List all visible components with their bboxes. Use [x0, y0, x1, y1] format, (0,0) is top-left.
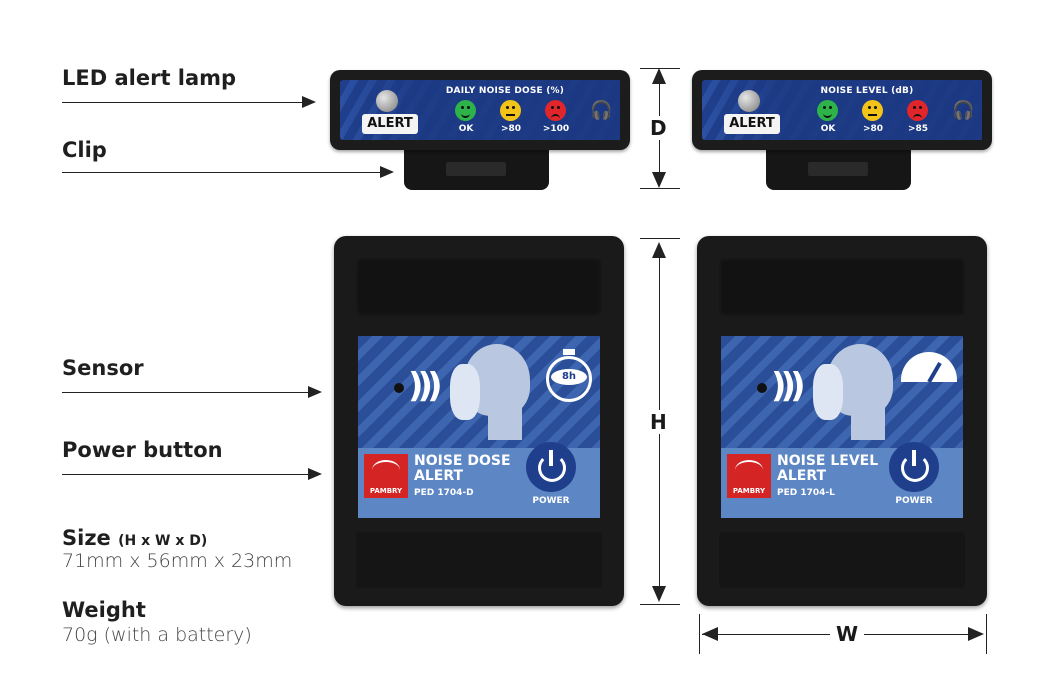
level-heading: NOISE LEVEL (dB): [820, 86, 914, 96]
height-arrow-up: [652, 242, 666, 258]
callout-power-label: Power button: [62, 438, 223, 462]
depth-arrow-down: [652, 172, 666, 188]
timer-icon: 8h: [546, 349, 592, 402]
face-neutral-icon: [500, 100, 521, 121]
alert-label: ALERT: [362, 114, 418, 134]
product-name-line1: NOISE DOSE: [414, 453, 511, 469]
product-name-line2: ALERT: [414, 468, 464, 484]
size-title-text: Size: [62, 526, 111, 550]
power-icon: [901, 454, 929, 482]
power-label: POWER: [895, 496, 933, 506]
size-subtitle: (H x W x D): [118, 533, 208, 549]
pambry-logo: PAMBRY: [727, 454, 771, 498]
brand-text: PAMBRY: [369, 487, 403, 495]
power-icon: [538, 454, 566, 482]
sound-waves-icon: ))): [771, 366, 806, 406]
level-85-label: >85: [907, 124, 929, 134]
sound-waves-icon: ))): [408, 366, 443, 406]
power-icon-bar: [549, 450, 553, 466]
ear-protection-icon: 🎧: [590, 100, 613, 121]
level-80-label: >80: [500, 124, 522, 134]
width-tick-left: [699, 614, 700, 654]
power-label: POWER: [532, 496, 570, 506]
face-neutral-icon: [862, 100, 883, 121]
clip-slot: [808, 162, 868, 176]
callout-led-arrowhead: [302, 96, 316, 108]
sensor-2: [757, 383, 767, 393]
power-button-2[interactable]: [889, 442, 939, 492]
weight-value: 70g (with a battery): [62, 624, 252, 646]
width-arrow-right: [968, 627, 984, 641]
face-sad-icon: [907, 100, 928, 121]
callout-sensor-label: Sensor: [62, 356, 144, 380]
alert-label-2: ALERT: [724, 114, 780, 134]
depth-tick-top: [640, 68, 680, 69]
level-ok-label: OK: [820, 124, 836, 134]
height-tick-bottom: [640, 604, 680, 605]
power-button[interactable]: [526, 442, 576, 492]
callout-power-arrowhead: [308, 468, 322, 480]
bottom-grip: [719, 532, 965, 588]
callout-sensor-arrow: [62, 392, 308, 393]
face-sad-icon: [545, 100, 566, 121]
depth-arrow-up: [652, 68, 666, 84]
top-grip: [719, 258, 965, 316]
level-100-label: >100: [542, 124, 570, 134]
face-ok-icon: [455, 100, 476, 121]
top-panel-level: ALERT NOISE LEVEL (dB) OK >80 >85 🎧: [702, 80, 982, 140]
led-alert-lamp-2: [738, 90, 760, 112]
height-arrow-down: [652, 586, 666, 602]
clip-slot: [446, 162, 506, 176]
depth-tick-bottom: [640, 188, 680, 189]
height-label: H: [650, 410, 667, 434]
callout-clip-label: Clip: [62, 138, 107, 162]
width-tick-right: [986, 614, 987, 654]
level-80-label: >80: [862, 124, 884, 134]
clip-2: [766, 148, 911, 190]
face-ok-icon: [817, 100, 838, 121]
product-code: PED 1704-L: [777, 488, 835, 498]
brand-text: PAMBRY: [732, 487, 766, 495]
top-view-level-device: ALERT NOISE LEVEL (dB) OK >80 >85 🎧: [692, 70, 992, 150]
callout-led-label: LED alert lamp: [62, 66, 237, 90]
width-arrow-left: [702, 627, 718, 641]
pambry-logo: PAMBRY: [364, 454, 408, 498]
callout-led-arrow: [62, 102, 302, 103]
top-grip: [356, 258, 602, 316]
head-listening-icon: [450, 344, 530, 440]
level-ok-label: OK: [458, 124, 474, 134]
callout-clip-arrow: [62, 172, 382, 173]
callout-power-arrow: [62, 474, 308, 475]
ear-protection-icon: 🎧: [952, 100, 975, 121]
callout-sensor-arrowhead: [308, 386, 322, 398]
size-value: 71mm x 56mm x 23mm: [62, 550, 293, 572]
depth-label: D: [650, 116, 667, 140]
bottom-grip: [356, 532, 602, 588]
dose-heading: DAILY NOISE DOSE (%): [445, 86, 565, 96]
head-listening-icon: [813, 344, 893, 440]
product-name-line1: NOISE LEVEL: [777, 453, 879, 469]
top-panel-dose: ALERT DAILY NOISE DOSE (%) OK >80 >100 🎧: [340, 80, 620, 140]
callout-clip-arrowhead: [380, 166, 394, 178]
timer-text: 8h: [551, 369, 587, 385]
size-title: Size (H x W x D): [62, 526, 207, 550]
led-alert-lamp: [376, 90, 398, 112]
weight-title: Weight: [62, 598, 146, 622]
power-icon-bar: [912, 450, 916, 466]
sensor: [394, 383, 404, 393]
top-view-dose-device: ALERT DAILY NOISE DOSE (%) OK >80 >100 🎧: [330, 70, 630, 150]
height-tick-top: [640, 238, 680, 239]
clip: [404, 148, 549, 190]
width-label: W: [830, 622, 865, 646]
product-name-line2: ALERT: [777, 468, 827, 484]
product-code: PED 1704-D: [414, 488, 474, 498]
